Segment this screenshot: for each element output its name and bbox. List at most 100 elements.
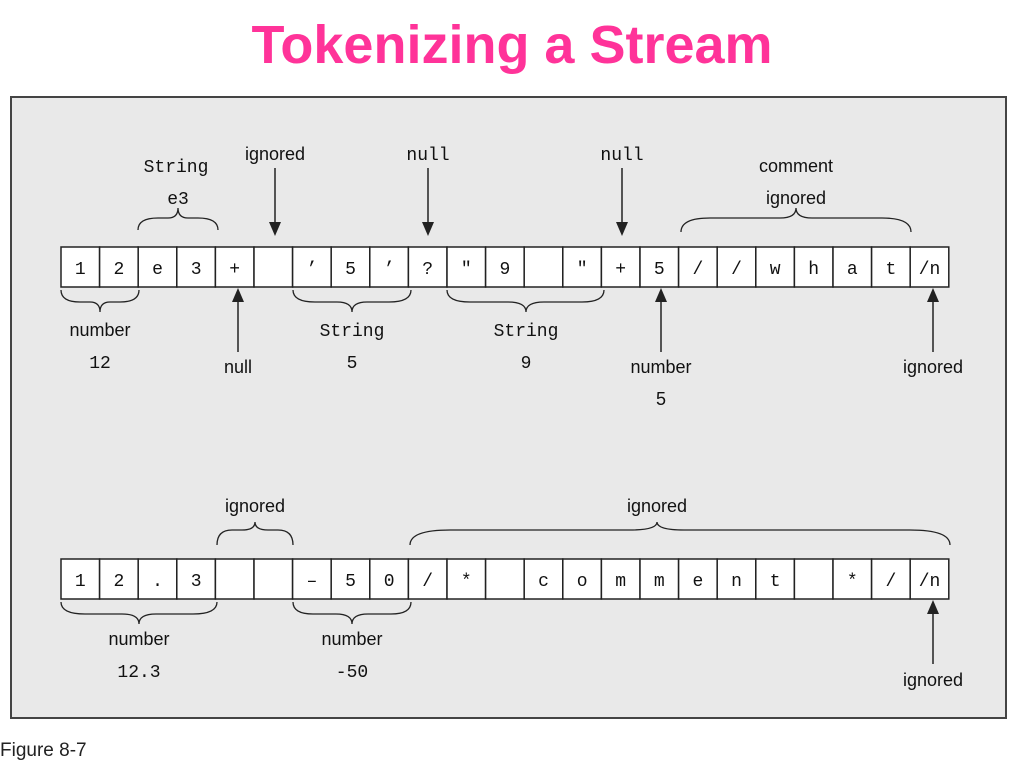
row2-cell (446, 558, 487, 600)
row1-cell (484, 246, 525, 288)
label-string-e3-type: String (144, 158, 209, 178)
row1-cell-char: a (847, 260, 858, 280)
row2-cell (600, 558, 641, 600)
row2-cell (60, 558, 101, 600)
row1-cell (98, 246, 139, 288)
row2-cell (562, 558, 603, 600)
arrowhead-newline-ignored-1 (927, 288, 939, 302)
label-newline-ignored-2: ignored (903, 670, 963, 690)
row2-cell-char: c (538, 572, 549, 592)
row2-cell (484, 558, 525, 600)
arrowhead-null-question (422, 222, 434, 236)
label-number-5-type: number (630, 357, 691, 377)
arrowhead-number-5 (655, 288, 667, 302)
label-ignored-space: ignored (245, 144, 305, 164)
row1-cell-char: " (577, 260, 588, 280)
diagram-panel (10, 96, 1007, 719)
row1-cell-char: ? (422, 260, 433, 280)
row1-cell-char: 5 (345, 260, 356, 280)
label-string-9-value: 9 (521, 354, 532, 374)
row2-cell-char: 0 (384, 572, 395, 592)
row2-cell-char: . (152, 572, 163, 592)
row2-cell (176, 558, 217, 600)
row1-cell (176, 246, 217, 288)
row1-cell (446, 246, 487, 288)
row2-cell-char: m (654, 572, 665, 592)
row2-cell-char: m (615, 572, 626, 592)
row2-cell (253, 558, 294, 600)
brace-string-9 (446, 289, 605, 313)
row2-cell-char: o (577, 572, 588, 592)
page-title: Tokenizing a Stream (251, 15, 773, 75)
brace-comment (680, 207, 912, 233)
row2-cell (214, 558, 255, 600)
row1-cell-char: h (808, 260, 819, 280)
arrowhead-null-plus (616, 222, 628, 236)
row1-cell-char: 1 (75, 260, 86, 280)
row2-cell (793, 558, 834, 600)
row2-cell-char: * (847, 572, 858, 592)
label-null-plus: null (600, 146, 643, 166)
label-string-5-type: String (320, 322, 385, 342)
row1-cell (214, 246, 255, 288)
brace-number-minus-50 (292, 601, 412, 625)
row1-cell-char: e (152, 260, 163, 280)
label-comment: comment (759, 156, 833, 176)
row1-cell (137, 246, 178, 288)
row2-cell (716, 558, 757, 600)
row2-cell (98, 558, 139, 600)
row2-cell (330, 558, 371, 600)
label-number-12-value: 12 (89, 354, 111, 374)
brace-number-12-3 (60, 601, 218, 625)
label-comment-ignored: ignored (766, 188, 826, 208)
brace-string-5 (292, 289, 412, 313)
row2-cell (870, 558, 911, 600)
arrowhead-null-plus-bottom (232, 288, 244, 302)
row2-cell (291, 558, 332, 600)
row1-cell (291, 246, 332, 288)
row1-cell (793, 246, 834, 288)
label-string-9-type: String (494, 322, 559, 342)
brace-ignored-spaces (216, 521, 294, 546)
label-number-12-3-value: 12.3 (117, 663, 160, 683)
label-null-plus-bottom: null (224, 357, 252, 377)
row1-cell (716, 246, 757, 288)
figure-caption: Figure 8-7 (0, 740, 87, 761)
row1-cell (600, 246, 641, 288)
row1-cell (253, 246, 294, 288)
label-newline-ignored-1: ignored (903, 357, 963, 377)
brace-string-e3 (137, 207, 219, 231)
row1-cell-char: t (885, 260, 896, 280)
row2-cell-char: /n (919, 572, 941, 592)
row1-cell (755, 246, 796, 288)
row1-cell-char: ’ (306, 260, 317, 280)
row1-cell-char: ’ (384, 260, 395, 280)
row2-cell-char: / (422, 572, 433, 592)
row1-cell-char: / (692, 260, 703, 280)
row1-cell-char: / (731, 260, 742, 280)
label-ignored-spaces: ignored (225, 496, 285, 516)
label-number-minus-50-type: number (321, 629, 382, 649)
row1-cell-char: 5 (654, 260, 665, 280)
label-string-e3-value: e3 (167, 190, 189, 210)
label-number-12-type: number (69, 320, 130, 340)
label-number-5-value: 5 (656, 389, 666, 409)
row1-cell-char: 2 (113, 260, 124, 280)
row2-cell (639, 558, 680, 600)
row1-cell (909, 246, 950, 288)
brace-ignored-comment (409, 521, 951, 546)
row2-cell-char: 5 (345, 572, 356, 592)
row2-cell-char: t (770, 572, 781, 592)
row1-cell (407, 246, 448, 288)
row1-cell-char: 3 (191, 260, 202, 280)
label-string-5-value: 5 (347, 354, 358, 374)
row1-cell (330, 246, 371, 288)
row2-cell-char: e (692, 572, 703, 592)
row1-cell-char: /n (919, 260, 941, 280)
label-ignored-comment: ignored (627, 496, 687, 516)
brace-number-12 (60, 289, 140, 313)
row1-cell-char: " (461, 260, 472, 280)
row2-cell-char: 1 (75, 572, 86, 592)
